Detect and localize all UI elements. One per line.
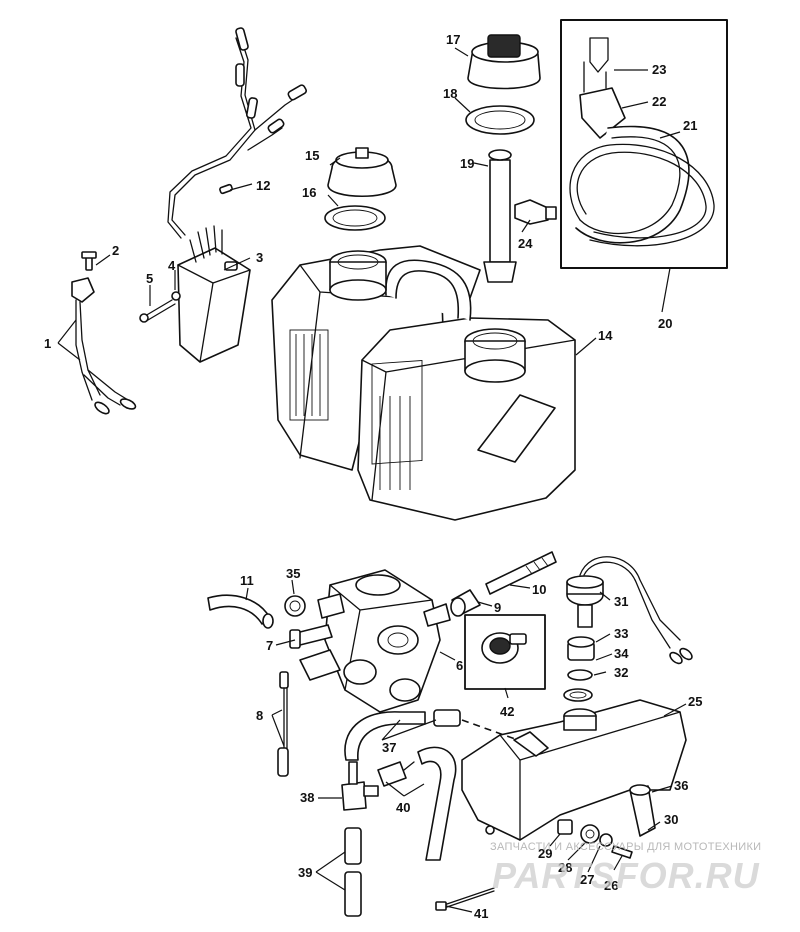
- callout-32: 32: [614, 665, 628, 680]
- callout-6: 6: [456, 658, 463, 673]
- switch-box-module-3: [177, 225, 251, 363]
- hose-37: [344, 709, 461, 761]
- callout-9: 9: [494, 600, 501, 615]
- watermark: ЗАПЧАСТИ И АКСЕССУАРЫ ДЛЯ МОТОТЕХНИКИ PA…: [490, 841, 761, 896]
- dashed-connection-line: [461, 719, 519, 741]
- callout-36: 36: [674, 778, 688, 793]
- oil-level-sensor-31: [566, 556, 693, 665]
- callout-15: 15: [305, 148, 319, 163]
- callout-2: 2: [112, 243, 119, 258]
- callout-3: 3: [256, 250, 263, 265]
- hose-11-clamp-35: [207, 594, 306, 629]
- callout-5: 5: [146, 271, 153, 286]
- callout-37: 37: [382, 740, 396, 755]
- callout-40: 40: [396, 800, 410, 815]
- callout-25: 25: [688, 694, 702, 709]
- callout-34: 34: [614, 646, 629, 661]
- nut-33-washer-34-seal-32: [563, 636, 595, 702]
- callout-29: 29: [538, 846, 552, 861]
- connector-40-hose: [377, 746, 457, 861]
- watermark-subtitle: ЗАПЧАСТИ И АКСЕССУАРЫ ДЛЯ МОТОТЕХНИКИ: [490, 841, 761, 853]
- callout-33: 33: [614, 626, 628, 641]
- fuel-cap-15-gasket-16: [324, 147, 397, 231]
- callout-27: 27: [580, 872, 594, 887]
- wiring-harness-12: [167, 27, 307, 239]
- callout-1: 1: [44, 336, 51, 351]
- callout-22: 22: [652, 94, 666, 109]
- oil-pump-6: [299, 569, 451, 713]
- callout-20: 20: [658, 316, 672, 331]
- leader-lines: [57, 47, 687, 913]
- screw-7: [289, 624, 333, 649]
- callout-31: 31: [614, 594, 628, 609]
- fuel-gauge-17-gasket-18-pickup-19: [465, 34, 541, 283]
- callout-7: 7: [266, 638, 273, 653]
- callout-28: 28: [558, 860, 572, 875]
- inset-42: [464, 614, 546, 690]
- callout-18: 18: [443, 86, 457, 101]
- watermark-brand: PARTSFOR.RU: [492, 855, 760, 896]
- callout-19: 19: [460, 156, 474, 171]
- callout-11: 11: [240, 573, 254, 588]
- callout-38: 38: [300, 790, 314, 805]
- callout-24: 24: [518, 236, 533, 251]
- link-rod-8: [277, 671, 289, 777]
- callout-16: 16: [302, 185, 316, 200]
- fittings-26-to-30-36: [557, 784, 656, 859]
- fitting-9-rod-10: [450, 551, 557, 617]
- callout-numbers: 1 2 3 4 5 6 7 8 9 10 11 12 14 15 16 17 1…: [44, 32, 702, 921]
- callout-30: 30: [664, 812, 678, 827]
- callout-35: 35: [286, 566, 300, 581]
- fuel-tank-14: [271, 245, 576, 521]
- callout-12: 12: [256, 178, 270, 193]
- callout-8: 8: [256, 708, 263, 723]
- screw-5-washer-4: [139, 291, 181, 323]
- callout-39: 39: [298, 865, 312, 880]
- callout-17: 17: [446, 32, 460, 47]
- fitting-24: [514, 199, 557, 225]
- callout-10: 10: [532, 582, 546, 597]
- callout-26: 26: [604, 878, 618, 893]
- callout-23: 23: [652, 62, 666, 77]
- callout-4: 4: [168, 258, 176, 273]
- callout-41: 41: [474, 906, 488, 921]
- callout-14: 14: [598, 328, 613, 343]
- callout-21: 21: [683, 118, 697, 133]
- cable-tie-41: [435, 887, 495, 911]
- tee-fitting-38-hoses-39: [341, 761, 379, 917]
- stop-switch-1: [71, 251, 137, 415]
- oil-tank-25: [461, 699, 687, 841]
- fuel-line-kit-box-20: [560, 19, 728, 269]
- callout-42: 42: [500, 704, 514, 719]
